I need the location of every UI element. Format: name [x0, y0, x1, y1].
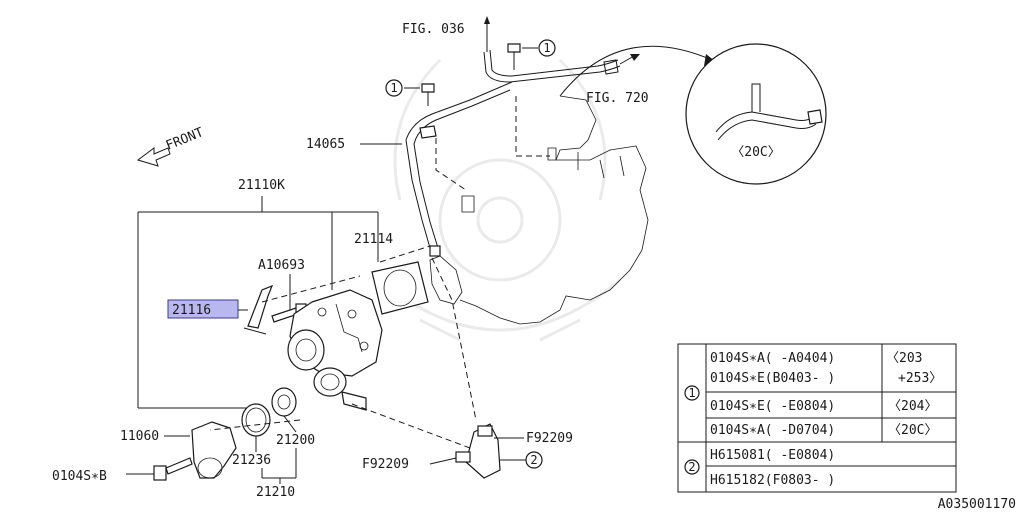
part-0104sb-label: 0104S∗B [52, 469, 107, 484]
part-21210[interactable]: 21210 [256, 448, 297, 500]
clamp-f92209-lower-label: F92209 [362, 457, 409, 472]
gasket-21114 [371, 261, 429, 315]
bolt-0104sb [153, 465, 167, 481]
thermostat-housing [313, 367, 367, 411]
diagram-id: A035001170 [938, 497, 1016, 512]
part-21236-label: 21236 [232, 453, 271, 468]
fig720-arrow-head [630, 54, 640, 61]
part-21114-label: 21114 [354, 232, 393, 247]
svg-text:1: 1 [543, 41, 550, 55]
part-21200-label: 21200 [276, 433, 315, 448]
part-21116-label: 21116 [172, 303, 211, 318]
front-label: FRONT [164, 125, 206, 154]
table-row3-part: 0104S∗A( -D0704) [710, 423, 835, 438]
engine-block [429, 95, 649, 325]
detail-arrow [559, 45, 713, 97]
fig036-arrow-head [484, 16, 490, 24]
detail-label-20c: 〈20C〉 [731, 145, 780, 160]
hose-bracket [419, 125, 437, 139]
fig720-reference[interactable]: FIG. 720 [586, 54, 649, 106]
callout-2: 2 [500, 451, 543, 469]
part-21116[interactable]: 21116 [167, 284, 274, 335]
watermark-logo [379, 58, 621, 342]
clamp-f92209-lower[interactable]: F92209 [362, 457, 457, 472]
table-row1-part-a: 0104S∗A( -A0404) [710, 351, 835, 366]
bolt-upper-left [404, 83, 435, 106]
hose-lower [455, 423, 501, 479]
table-row3-code: 〈20C〉 [888, 423, 937, 438]
svg-text:2: 2 [530, 453, 537, 467]
fig036-reference[interactable]: FIG. 036 [402, 16, 490, 52]
table-row4-part: H615081( -E0804) [710, 448, 835, 463]
part-0104sb[interactable]: 0104S∗B [52, 457, 193, 484]
cover-11060 [191, 421, 237, 479]
clamp-f92209-upper[interactable]: F92209 [494, 431, 573, 446]
part-a10693-label: A10693 [258, 258, 305, 273]
pipe-21116 [247, 284, 274, 329]
table-row1-code-a: 〈203 [886, 351, 922, 366]
fig036-label: FIG. 036 [402, 22, 465, 37]
part-14065[interactable]: 14065 [306, 137, 402, 152]
callout-1-left: 1 [385, 79, 403, 97]
callout-1-upper: 1 [538, 39, 556, 57]
table-row2-part: 0104S∗E( -E0804) [710, 399, 835, 414]
part-11060[interactable]: 11060 [120, 421, 237, 479]
part-21116-highlight [167, 299, 239, 319]
fig720-arrow-line [619, 55, 635, 65]
fastener-table: 1 2 0104S∗A( -A0404) 0104S∗E(B0403- ) 〈2… [677, 343, 957, 493]
table-row1-part-b: 0104S∗E(B0403- ) [710, 371, 835, 386]
hose-clamp-upper [429, 245, 441, 257]
fig720-label: FIG. 720 [586, 91, 649, 106]
table-row1-code-b: +253〉 [898, 371, 942, 386]
part-14065-label: 14065 [306, 137, 345, 152]
part-11060-label: 11060 [120, 429, 159, 444]
bolt-upper-right [507, 43, 538, 70]
front-direction-indicator: FRONT [136, 125, 206, 167]
table-group1-marker: 1 [688, 386, 695, 400]
table-group2-marker: 2 [688, 460, 695, 474]
part-21210-label: 21210 [256, 485, 295, 500]
part-21110k[interactable]: 21110K [137, 178, 379, 409]
part-a10693[interactable]: A10693 [258, 258, 307, 323]
detail-circle [685, 43, 827, 185]
detail-view-20c[interactable]: 〈20C〉 [559, 43, 827, 185]
part-21114[interactable]: 21114 [354, 232, 429, 315]
hose-14065 [405, 49, 621, 257]
water-pump-assembly [287, 289, 383, 377]
clamp-f92209-upper-label: F92209 [526, 431, 573, 446]
part-21236[interactable]: 21236 [232, 403, 271, 468]
table-row5-part: H615182(F0803- ) [710, 473, 835, 488]
part-21200[interactable]: 21200 [271, 387, 315, 448]
part-21110k-label: 21110K [238, 178, 285, 193]
table-row2-code: 〈204〉 [888, 399, 937, 414]
svg-text:1: 1 [390, 81, 397, 95]
